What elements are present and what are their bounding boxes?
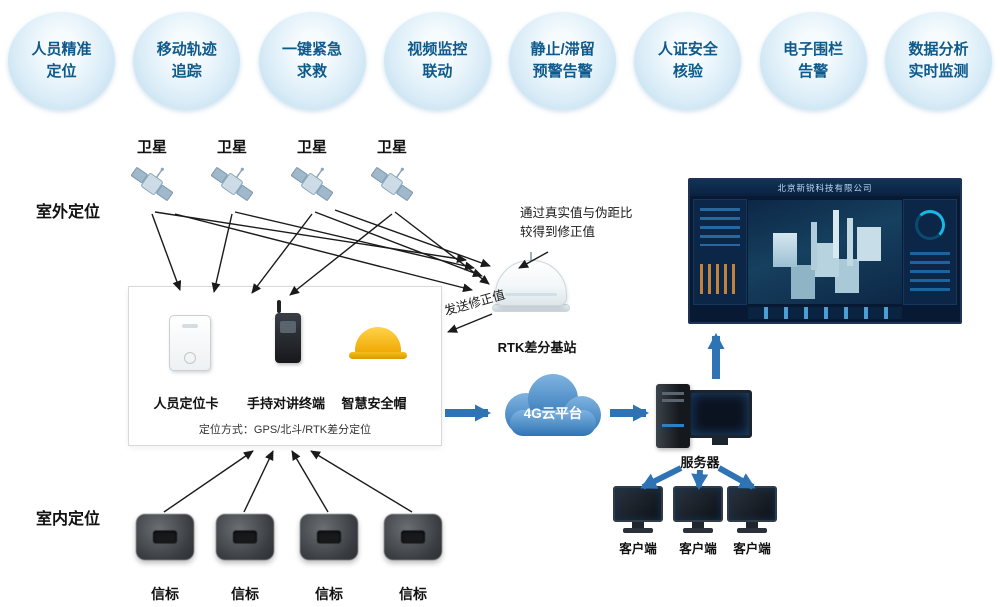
- feature-label: 静止/滞留: [530, 41, 595, 59]
- smart-helmet-icon: [349, 327, 407, 359]
- dashboard-3d-plant-view: [748, 200, 902, 304]
- cloud-platform-label: 4G云平台: [523, 406, 583, 421]
- rtk-base-station-label: RTK差分基站: [497, 340, 577, 355]
- terminal-device-box: 人员定位卡 手持对讲终端 智慧安全帽 定位方式：GPS/北斗/RTK差分定位: [128, 286, 442, 446]
- feature-bubble-trajectory-tracking: 移动轨迹 追踪: [133, 12, 241, 110]
- beacon-label-4: 信标: [399, 586, 427, 602]
- indoor-positioning-label: 室内定位: [36, 511, 101, 528]
- satellite-icon: [371, 167, 413, 201]
- feature-bubble-video-linkage: 视频监控 联动: [383, 12, 491, 110]
- monitoring-dashboard-screen: 北京新锐科技有限公司: [688, 178, 962, 324]
- beacon-label-1: 信标: [151, 586, 179, 602]
- client-terminal-2: 客户端: [670, 486, 726, 557]
- satellite-to-rtk-arrows: [154, 209, 491, 293]
- smart-helmet-label: 智慧安全帽: [341, 396, 407, 411]
- client-monitor-stand: [746, 522, 758, 528]
- satellite-icon: [211, 167, 253, 201]
- feature-label: 告警: [798, 63, 829, 80]
- dashboard-title: 北京新锐科技有限公司: [690, 180, 960, 196]
- satellite-to-devices-arrows: [151, 213, 393, 296]
- client-monitor-stand: [692, 522, 704, 528]
- send-correction-label: 发送修正值: [442, 287, 507, 319]
- dashboard-title-text: 北京新锐科技有限公司: [777, 183, 873, 193]
- correction-note: 通过真实值与伪距比较得到修正值: [520, 206, 633, 240]
- beacon-icon-3: [300, 514, 358, 560]
- feature-bubble-data-analysis: 数据分析 实时监测: [884, 12, 992, 110]
- beacon-icon-1: [136, 514, 194, 560]
- satellite-label: 卫星: [216, 139, 247, 156]
- beacon-to-box-arrows: [163, 450, 413, 513]
- beacon-icon-4: [384, 514, 442, 560]
- satellite-2: 卫星: [201, 136, 263, 207]
- dashboard-bottom-toolbar: [748, 307, 902, 319]
- locator-card-label: 人员定位卡: [153, 396, 219, 411]
- client-terminal-3: 客户端: [724, 486, 780, 557]
- client-monitor-base: [737, 528, 767, 533]
- beacon-icon-2: [216, 514, 274, 560]
- satellite-icon: [291, 167, 333, 201]
- client-label: 客户端: [679, 542, 717, 556]
- client-monitor-base: [683, 528, 713, 533]
- feature-label: 视频监控: [407, 41, 468, 59]
- outdoor-positioning-label: 室外定位: [36, 204, 101, 221]
- feature-label: 一键紧急: [282, 41, 343, 59]
- satellite-label: 卫星: [376, 139, 407, 156]
- feature-label: 定位: [46, 63, 77, 80]
- satellite-3: 卫星: [281, 136, 343, 207]
- server-label: 服务器: [680, 455, 720, 470]
- server: [652, 384, 752, 450]
- dashboard-left-panel: [693, 199, 747, 305]
- feature-bubble-precise-positioning: 人员精准 定位: [8, 12, 115, 110]
- handheld-radio-icon: [275, 300, 301, 363]
- feature-bubble-geofence-alarm: 电子围栏 告警: [759, 12, 867, 110]
- feature-label: 移动轨迹: [156, 41, 217, 59]
- server-tower-icon: [656, 384, 690, 448]
- feature-bubble-id-verification: 人证安全 核验: [634, 12, 742, 110]
- client-monitor-icon: [613, 486, 663, 522]
- feature-bubbles: 人员精准 定位 移动轨迹 追踪 一键紧急 求救 视频监控 联动 静止/滞留 预警…: [0, 12, 1000, 110]
- feature-label: 联动: [422, 63, 453, 80]
- client-terminal-1: 客户端: [610, 486, 666, 557]
- cloud-icon: [505, 374, 601, 436]
- satellite-label: 卫星: [296, 139, 327, 156]
- beacon-label-2: 信标: [231, 586, 259, 602]
- feature-label: 数据分析: [908, 41, 969, 59]
- handheld-radio-label: 手持对讲终端: [246, 396, 325, 411]
- feature-label: 追踪: [171, 63, 202, 80]
- dashboard-right-panel: [903, 199, 957, 305]
- feature-label: 人证安全: [657, 41, 718, 59]
- server-monitor-icon: [688, 390, 752, 438]
- feature-label: 核验: [672, 63, 703, 80]
- client-monitor-base: [623, 528, 653, 533]
- feature-label: 实时监测: [908, 63, 969, 80]
- rtk-base-station: [492, 260, 570, 312]
- satellite-label: 卫星: [136, 139, 167, 156]
- feature-label: 人员精准: [31, 41, 92, 59]
- positioning-method-label: 定位方式：GPS/北斗/RTK差分定位: [198, 424, 372, 436]
- feature-bubble-stay-alert: 静止/滞留 预警告警: [509, 12, 617, 110]
- locator-card-icon: [169, 315, 211, 371]
- satellite-4: 卫星: [361, 136, 423, 207]
- satellite-1: 卫星: [121, 136, 183, 207]
- beacon-label-3: 信标: [315, 586, 343, 602]
- feature-bubble-sos: 一键紧急 求救: [258, 12, 366, 110]
- feature-label: 电子围栏: [783, 41, 844, 59]
- feature-label: 求救: [297, 63, 328, 80]
- feature-label: 预警告警: [532, 63, 593, 80]
- 4g-cloud-platform: 4G云平台: [496, 372, 610, 446]
- client-monitor-stand: [632, 522, 644, 528]
- client-monitor-icon: [727, 486, 777, 522]
- client-monitor-icon: [673, 486, 723, 522]
- client-label: 客户端: [619, 542, 657, 556]
- satellite-icon: [131, 167, 173, 201]
- client-label: 客户端: [733, 542, 771, 556]
